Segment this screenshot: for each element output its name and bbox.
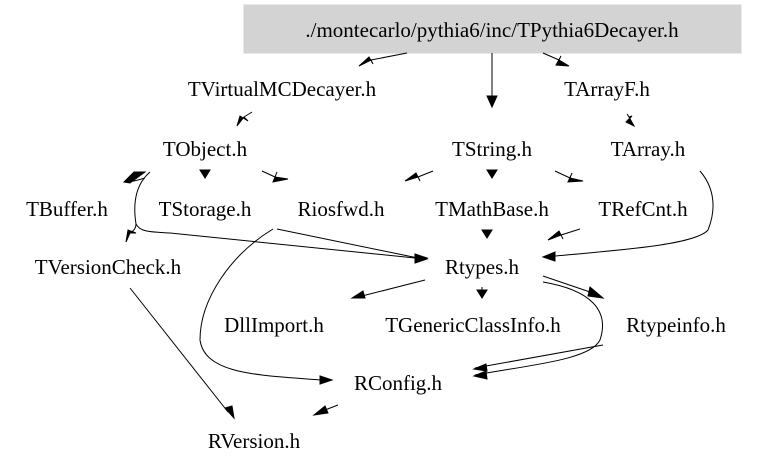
node-rtypeinfo[interactable]: Rtypeinfo.h xyxy=(626,313,726,337)
arrowhead-icon xyxy=(472,370,488,380)
edge-tmathbase-to-rtypes xyxy=(481,229,493,239)
edge-line xyxy=(129,287,229,413)
arrowhead-icon xyxy=(472,363,488,372)
node-rconfig[interactable]: RConfig.h xyxy=(354,371,443,395)
edge-rconfig-to-rversion xyxy=(312,404,339,416)
edge-line xyxy=(542,275,591,293)
edge-trefcnt-to-rtypes xyxy=(547,228,581,241)
edge-line xyxy=(474,281,603,376)
nodes: ./montecarlo/pythia6/inc/TPythia6Decayer… xyxy=(26,18,726,453)
edge-riosfwd-to-rtypes xyxy=(276,228,429,264)
edge-tvirtualmcdecayer-to-tobject xyxy=(236,111,253,127)
edge-riosfwd-to-rconfig xyxy=(199,228,334,385)
edge-line xyxy=(560,228,581,236)
node-tversioncheck[interactable]: TVersionCheck.h xyxy=(35,255,182,279)
edge-rtypeinfo-to-rconfig xyxy=(472,344,604,372)
node-tarray[interactable]: TArray.h xyxy=(611,137,686,161)
arrowhead-icon xyxy=(486,169,498,179)
edge-tstring-to-trefcnt xyxy=(554,170,584,183)
edge-line xyxy=(135,223,416,259)
arrowhead-icon xyxy=(486,95,498,109)
arrowhead-icon xyxy=(481,229,493,239)
edge-root-to-tstring xyxy=(486,53,498,109)
node-tstring[interactable]: TString.h xyxy=(452,137,532,161)
arrowhead-icon xyxy=(199,169,211,179)
arrowhead-icon xyxy=(350,290,366,299)
arrowhead-icon xyxy=(236,115,249,127)
edge-rtypes-to-rconfig xyxy=(472,281,603,380)
arrowhead-icon xyxy=(555,55,570,67)
arrowhead-icon xyxy=(272,171,289,183)
edge-root-to-tarrayf xyxy=(542,52,570,67)
arrowhead-icon xyxy=(414,254,429,264)
edge-tbuffer-to-tobject xyxy=(122,171,147,184)
edges xyxy=(122,52,714,420)
edge-rtypes-to-rtypeinfo xyxy=(542,275,605,299)
arrowhead-icon xyxy=(567,172,584,183)
node-tobject[interactable]: TObject.h xyxy=(163,137,248,161)
node-root[interactable]: ./montecarlo/pythia6/inc/TPythia6Decayer… xyxy=(305,18,679,42)
edge-tstring-to-tmathbase xyxy=(486,169,498,179)
arrowhead-icon xyxy=(541,251,556,262)
edge-tobject-to-tstorage xyxy=(199,169,211,179)
edge-rtypes-to-tgenericclassinfo xyxy=(476,287,488,299)
arrowhead-icon xyxy=(404,172,421,182)
edge-line xyxy=(544,170,714,258)
edge-line xyxy=(474,344,604,369)
edge-tobject-to-riosfwd xyxy=(261,170,289,183)
arrowhead-icon xyxy=(312,405,329,416)
edge-root-to-tvirtualmcdecayer xyxy=(358,52,408,67)
node-tbuffer[interactable]: TBuffer.h xyxy=(26,197,108,221)
edge-line xyxy=(361,279,426,297)
root-node-box xyxy=(243,4,742,54)
node-rtypes[interactable]: Rtypes.h xyxy=(445,255,520,279)
arrowhead-icon xyxy=(224,405,235,420)
edge-tarrayf-to-tarray xyxy=(625,113,636,128)
arrowhead-icon xyxy=(122,171,147,184)
node-tarrayf[interactable]: TArrayF.h xyxy=(564,77,650,101)
edge-line xyxy=(542,52,560,61)
arrowhead-icon xyxy=(358,56,374,67)
edge-line xyxy=(199,228,321,381)
arrowhead-icon xyxy=(587,286,605,299)
edge-tarray-to-rtypes xyxy=(541,170,714,262)
edge-line xyxy=(324,404,339,411)
edge-line xyxy=(261,170,276,178)
node-tgenericclassinfo[interactable]: TGenericClassInfo.h xyxy=(385,313,561,337)
node-tmathbase[interactable]: TMathBase.h xyxy=(435,197,549,221)
edge-tversioncheck-to-rversion xyxy=(129,287,235,420)
edge-rtypes-to-dllimport xyxy=(350,279,426,299)
edge-line xyxy=(370,52,408,61)
edge-line xyxy=(243,111,253,118)
node-tstorage[interactable]: TStorage.h xyxy=(159,197,252,221)
arrowhead-icon xyxy=(125,229,137,243)
edge-line xyxy=(417,170,434,178)
edge-line xyxy=(626,113,630,118)
edge-line xyxy=(276,228,419,259)
node-trefcnt[interactable]: TRefCnt.h xyxy=(598,197,688,221)
arrowhead-icon xyxy=(547,230,564,241)
edge-tstring-to-riosfwd xyxy=(404,170,434,182)
arrowhead-icon xyxy=(625,115,636,128)
node-dllimport[interactable]: DllImport.h xyxy=(224,313,324,337)
node-rversion[interactable]: RVersion.h xyxy=(208,429,301,453)
arrowhead-icon xyxy=(476,289,488,299)
edge-line xyxy=(554,170,571,179)
node-tvirtualmcdecayer[interactable]: TVirtualMCDecayer.h xyxy=(188,77,377,101)
arrowhead-icon xyxy=(319,375,334,385)
node-riosfwd[interactable]: Riosfwd.h xyxy=(298,197,385,221)
